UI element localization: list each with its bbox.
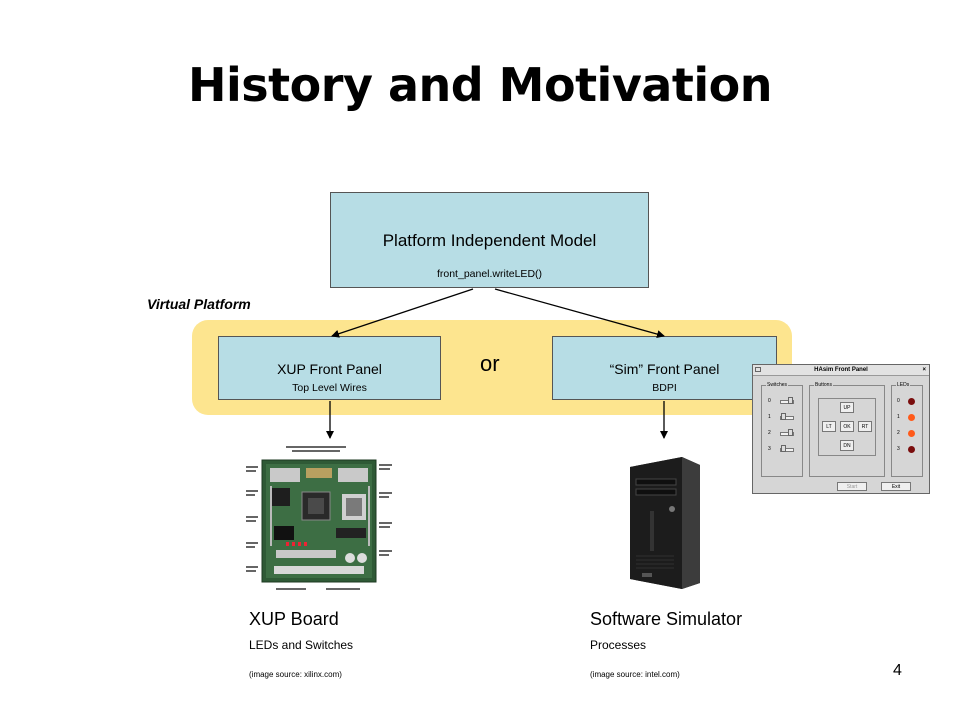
xup-front-panel-box: XUP Front Panel Top Level Wires	[218, 336, 441, 400]
xup-board-sub: LEDs and Switches	[249, 638, 354, 652]
switch-3-knob[interactable]	[781, 445, 786, 452]
switch-2[interactable]	[780, 432, 794, 436]
xup-front-panel-sub: Top Level Wires	[292, 382, 367, 394]
ok-button[interactable]: OK	[840, 421, 854, 432]
hasim-close-icon[interactable]: ×	[922, 367, 926, 373]
hasim-dpad-frame	[818, 398, 876, 456]
arrow-to-xup	[331, 288, 474, 338]
hasim-buttons-group: Buttons UP LT OK RT DN	[809, 382, 885, 477]
led-2	[908, 430, 915, 437]
switch-1-knob[interactable]	[781, 413, 786, 420]
software-simulator-sub: Processes	[590, 638, 647, 652]
switch-index: 3	[768, 446, 771, 452]
page-title: History and Motivation	[188, 58, 772, 112]
hasim-leds-group: LEDs 0 1 2 3	[891, 382, 923, 477]
top-box-sub: front_panel.writeLED()	[436, 268, 543, 280]
hasim-window-title: HAsim Front Panel	[814, 367, 868, 373]
hasim-title-bar: HAsim Front Panel ×	[753, 365, 929, 376]
or-label: or	[480, 351, 500, 376]
exit-button[interactable]: Exit	[881, 482, 911, 491]
xup-image-source: (image source: xilinx.com)	[249, 670, 342, 679]
led-index: 2	[897, 430, 900, 436]
hasim-leds-label: LEDs	[896, 382, 911, 388]
page-number: 4	[893, 662, 902, 679]
led-index: 0	[897, 398, 900, 404]
switch-index: 1	[768, 414, 771, 420]
led-1	[908, 414, 915, 421]
xup-board-caption: XUP Board	[249, 609, 339, 629]
pc-tower-image	[630, 457, 700, 589]
switch-1[interactable]	[780, 416, 794, 420]
start-button[interactable]: Start	[837, 482, 867, 491]
platform-independent-model-box: Platform Independent Model front_panel.w…	[330, 192, 649, 288]
down-button[interactable]: DN	[840, 440, 854, 451]
up-button[interactable]: UP	[840, 402, 854, 413]
right-button[interactable]: RT	[858, 421, 872, 432]
switch-2-knob[interactable]	[788, 429, 793, 436]
xup-front-panel-title: XUP Front Panel	[277, 361, 382, 377]
led-3	[908, 446, 915, 453]
hasim-switches-label: Switches	[766, 382, 789, 388]
software-simulator-caption: Software Simulator	[590, 609, 743, 629]
hasim-switches-group: Switches 0 1 2 3	[761, 382, 803, 477]
switch-index: 0	[768, 398, 771, 404]
hasim-front-panel-window: HAsim Front Panel × Switches 0 1 2 3 But…	[752, 364, 930, 494]
hasim-buttons-label: Buttons	[814, 382, 833, 388]
arrow-to-sim	[494, 288, 665, 338]
led-index: 1	[897, 414, 900, 420]
switch-index: 2	[768, 430, 771, 436]
xup-board-image	[246, 446, 392, 590]
switch-0[interactable]	[780, 400, 794, 404]
virtual-platform-label: Virtual Platform	[147, 296, 251, 312]
sim-image-source: (image source: intel.com)	[590, 670, 680, 679]
sim-front-panel-sub: BDPI	[652, 382, 677, 394]
led-0	[908, 398, 915, 405]
top-box-title: Platform Independent Model	[382, 231, 597, 250]
sim-front-panel-title: “Sim” Front Panel	[609, 361, 720, 377]
switch-0-knob[interactable]	[788, 397, 793, 404]
led-index: 3	[897, 446, 900, 452]
switch-3[interactable]	[780, 448, 794, 452]
left-button[interactable]: LT	[822, 421, 836, 432]
hasim-menu-icon[interactable]	[755, 367, 761, 372]
